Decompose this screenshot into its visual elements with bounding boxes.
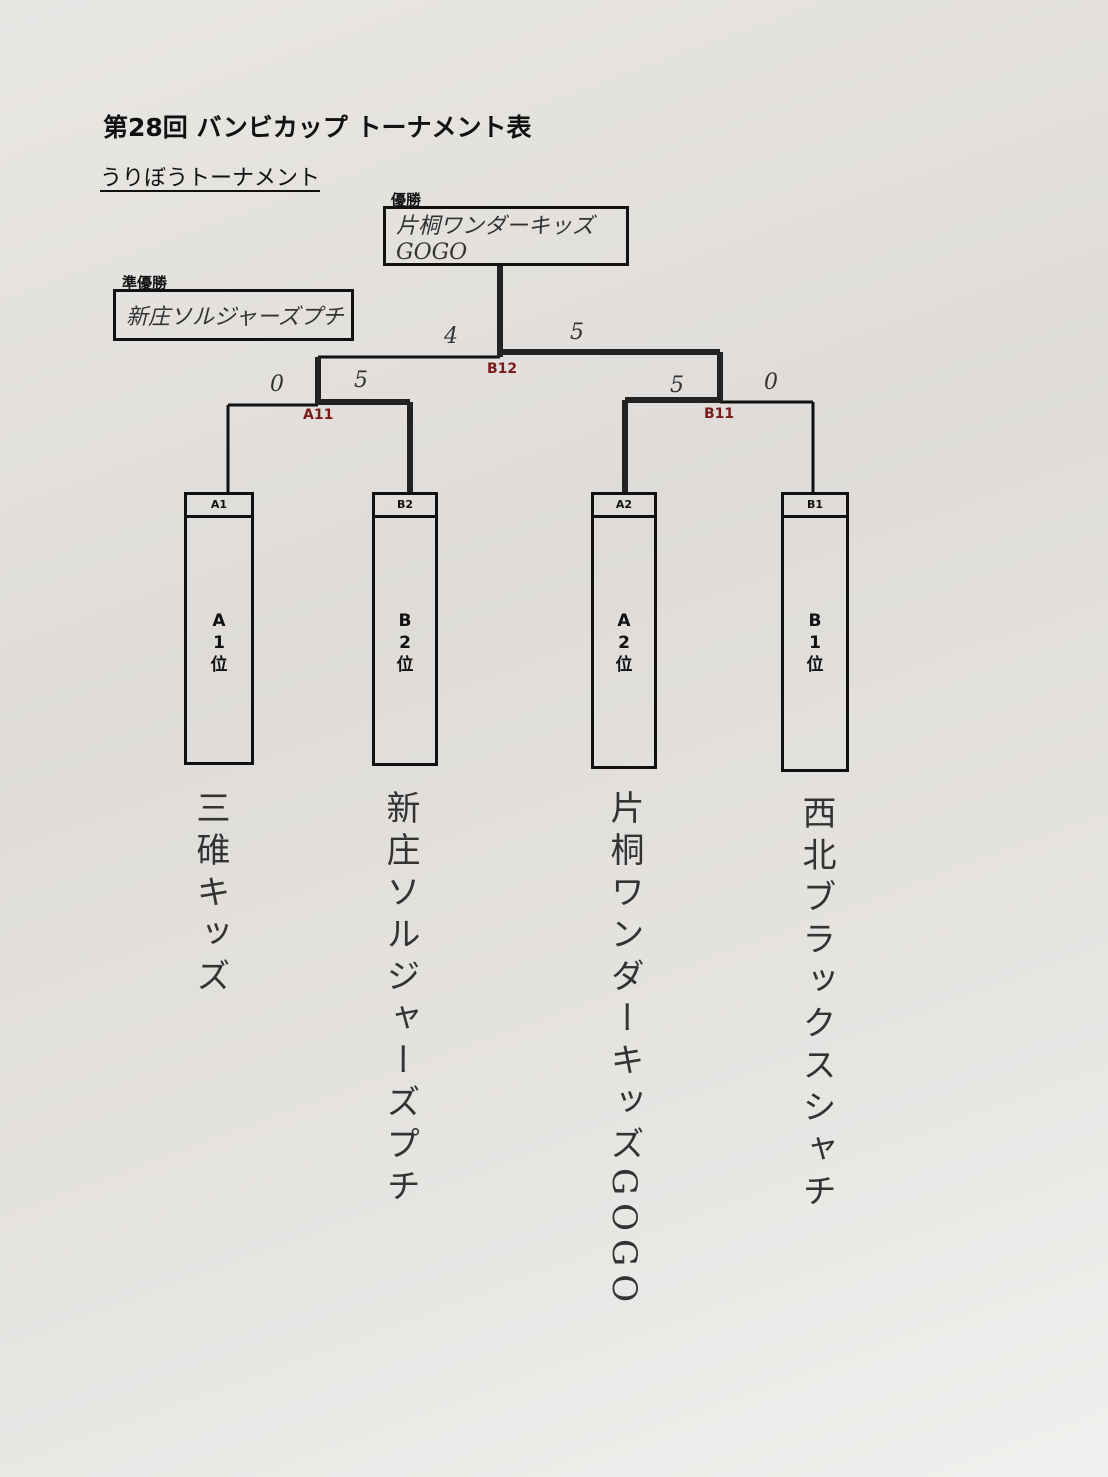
champion-label: 優勝 [391,191,422,209]
semi-right-right-score: 0 [764,370,778,395]
slot-rank: A 1 位 [210,611,228,675]
semi-right-left-score: 5 [670,373,684,398]
slot-code: B1 [784,495,846,518]
runner-up-team: 新庄ソルジャーズプチ [126,305,344,330]
match-label-a11: A11 [303,407,334,423]
slot-rank: B 1 位 [806,611,824,675]
champion-box: 片桐ワンダーキッズGOGO [383,206,629,266]
tournament-subtitle: うりぼうトーナメント [100,166,321,191]
slot-rank: B 2 位 [396,611,414,675]
slot-b1: B1 B 1 位 [781,492,849,772]
slot-a2: A2 A 2 位 [591,492,657,769]
slot-code: A1 [187,495,251,518]
runner-up-box: 新庄ソルジャーズプチ [113,289,354,341]
semi-left-right-score: 5 [354,368,368,393]
final-left-score: 4 [444,324,458,349]
slot-code: B2 [375,495,435,518]
runner-up-label: 準優勝 [122,274,168,292]
match-label-b12: B12 [487,361,518,377]
team-name-b1: 西北ブラックスシャチ [796,795,836,1215]
match-label-b11: B11 [704,406,735,422]
team-name-a1: 三碓キッズ [190,790,230,1000]
slot-a1: A1 A 1 位 [184,492,254,765]
slot-code: A2 [594,495,654,518]
team-name-b2: 新庄ソルジャーズプチ [380,790,420,1210]
semi-left-left-score: 0 [270,372,284,397]
team-name-a2: 片桐ワンダーキッズGOGO [604,790,644,1311]
final-right-score: 5 [570,320,584,345]
slot-b2: B2 B 2 位 [372,492,438,766]
page-title: 第28回 バンビカップ トーナメント表 [103,113,532,142]
slot-rank: A 2 位 [615,611,633,675]
champion-team: 片桐ワンダーキッズGOGO [396,213,595,265]
